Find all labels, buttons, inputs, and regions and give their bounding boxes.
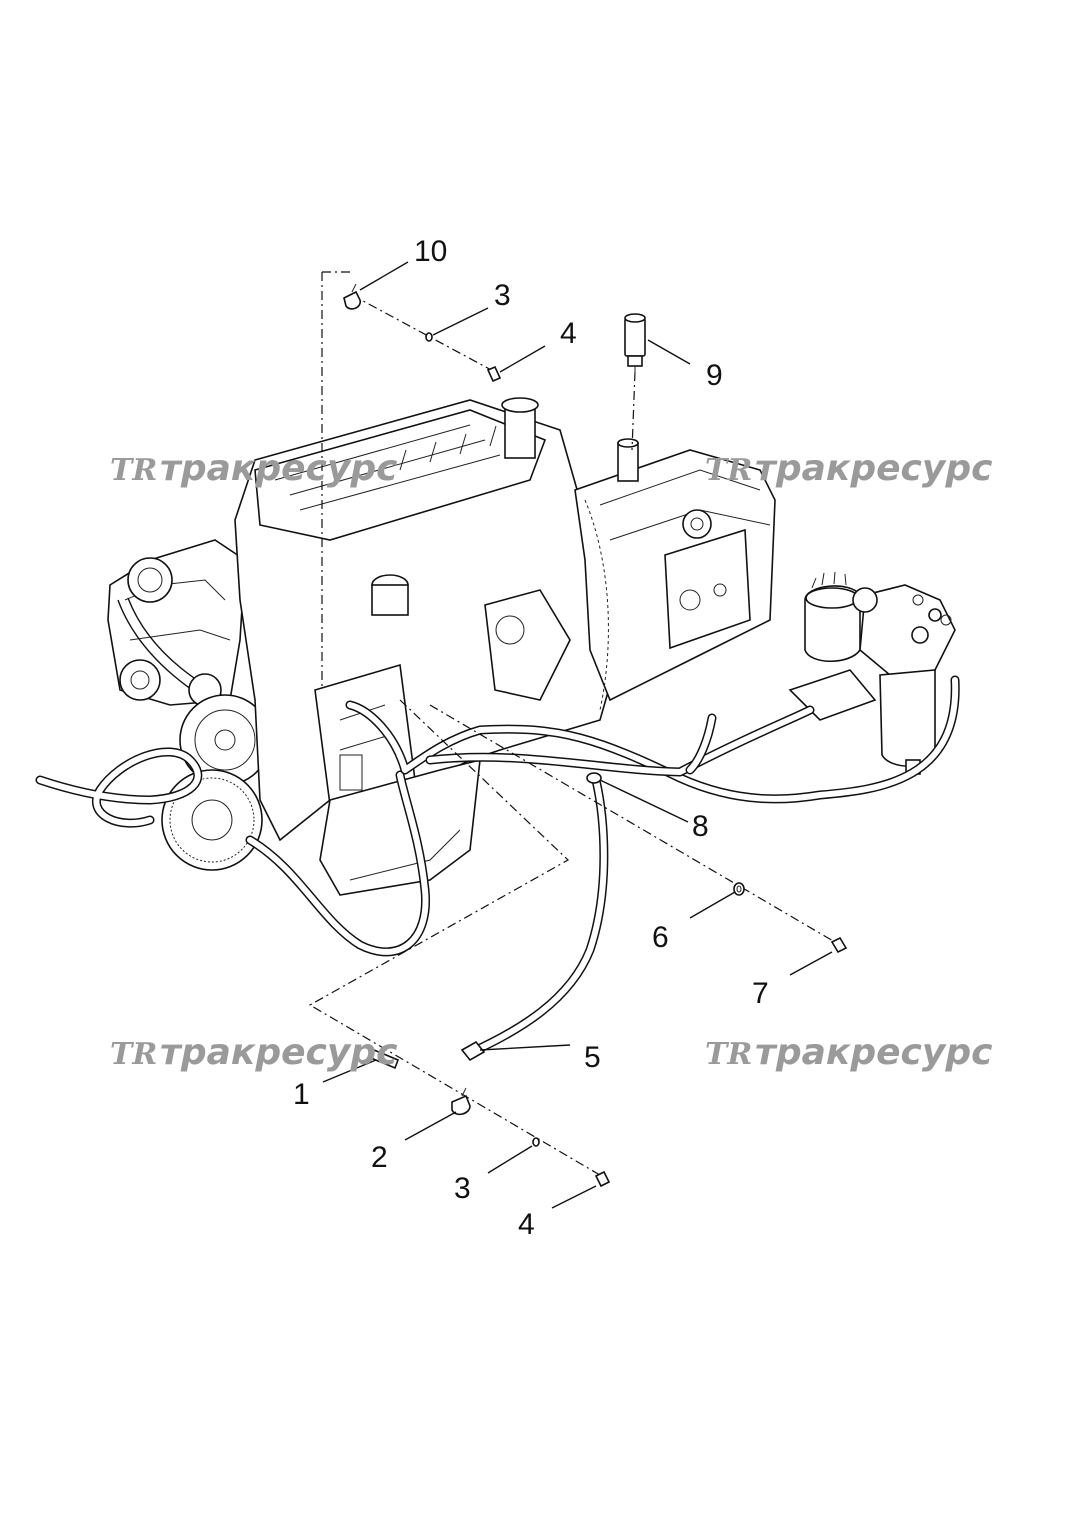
svg-text:TR: TR <box>705 453 752 488</box>
watermark-top-left: TR тракресурс <box>110 448 397 489</box>
small-parts <box>343 283 848 1188</box>
callout-3-top: 3 <box>494 279 511 312</box>
watermark-bottom-right: TR тракресурс <box>705 1032 992 1073</box>
callout-8: 8 <box>692 810 709 843</box>
svg-text:тракресурс: тракресурс <box>755 1032 992 1073</box>
watermark-bottom-left: TR тракресурс <box>110 1032 397 1073</box>
svg-text:TR: TR <box>110 1037 157 1072</box>
callout-7: 7 <box>752 977 769 1010</box>
callout-numbers: 10 3 4 9 8 6 7 5 1 2 3 4 <box>293 235 769 1241</box>
svg-text:TR: TR <box>110 453 157 488</box>
callout-6: 6 <box>652 921 669 954</box>
callout-2: 2 <box>371 1141 388 1174</box>
assembly-lines <box>308 271 841 1179</box>
svg-text:тракресурс: тракресурс <box>160 1032 397 1073</box>
watermark-top-right: TR тракресурс <box>705 448 992 489</box>
svg-text:тракресурс: тракресурс <box>755 448 992 489</box>
callout-9: 9 <box>706 359 723 392</box>
svg-text:TR: TR <box>705 1037 752 1072</box>
callout-3-bottom: 3 <box>454 1172 471 1205</box>
callout-4-top: 4 <box>560 317 577 350</box>
svg-text:тракресурс: тракресурс <box>160 448 397 489</box>
callout-4-bottom: 4 <box>518 1208 535 1241</box>
callout-1: 1 <box>293 1078 310 1111</box>
callout-5: 5 <box>584 1041 601 1074</box>
leader-lines <box>322 261 833 1209</box>
watermarks: TR тракресурс TR тракресурс TR тракресур… <box>110 448 992 1073</box>
hose-lines <box>35 675 960 1062</box>
callout-10: 10 <box>414 235 447 268</box>
